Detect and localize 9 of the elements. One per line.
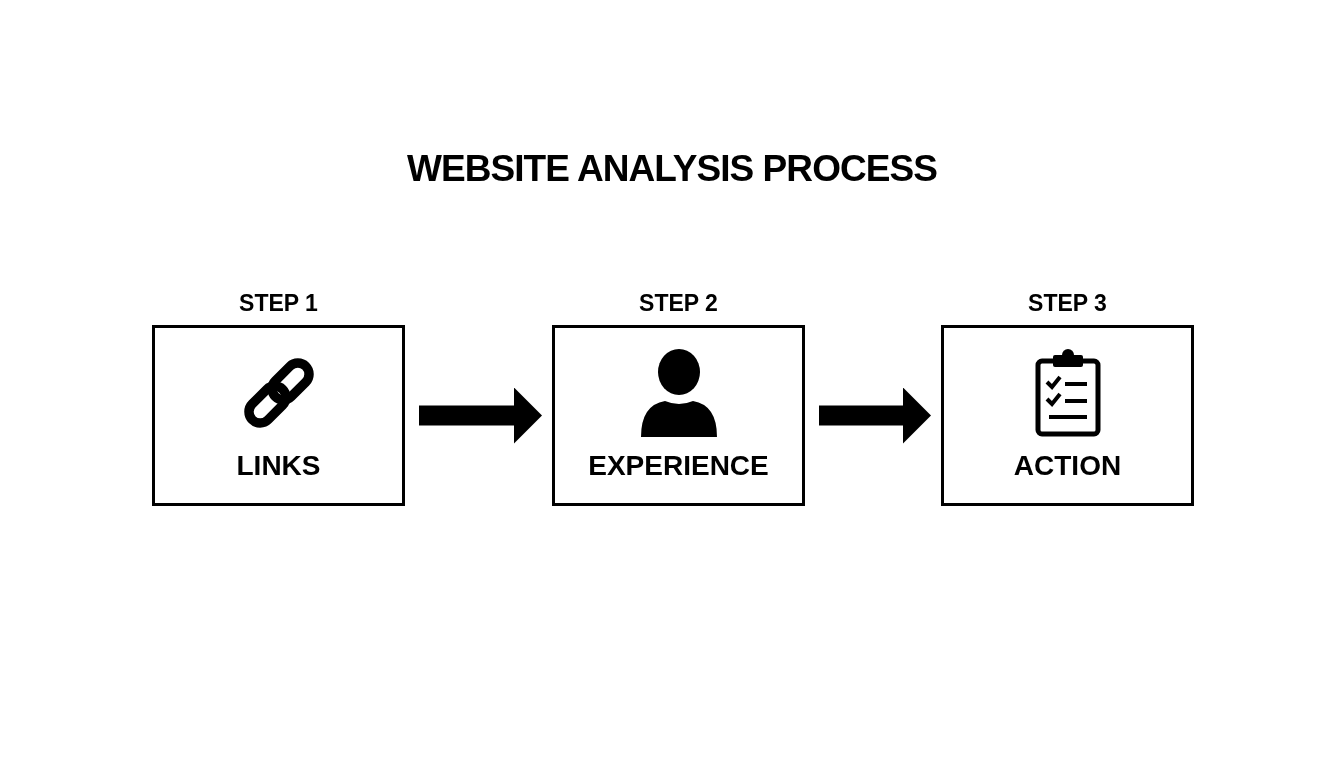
step-label: STEP 2 [639,289,718,317]
step-title: EXPERIENCE [588,450,769,482]
step-title: LINKS [236,450,321,482]
step-label: STEP 3 [1028,289,1107,317]
step-title: ACTION [1013,450,1122,482]
step-label: STEP 1 [239,289,318,317]
arrow [819,387,931,444]
diagram-title: WEBSITE ANALYSIS PROCESS [406,147,938,191]
arrow [419,387,542,444]
